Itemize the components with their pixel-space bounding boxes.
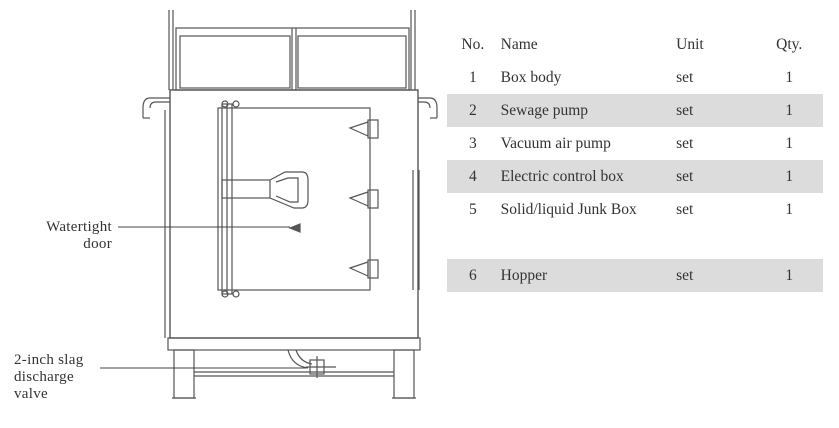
label-watertight-door: Watertight door: [40, 219, 112, 253]
equipment-drawing: [100, 10, 438, 399]
cell-no: 5: [468, 200, 477, 218]
cell-no: 3: [468, 134, 477, 152]
cell-name: Box body: [500, 68, 562, 86]
label-slag-valve-line-3: valve: [14, 386, 48, 402]
table-header-row: No. Name Unit Qty.: [447, 28, 823, 61]
cell-no: 6: [447, 259, 499, 292]
cell-qty: 1: [785, 68, 794, 86]
cell-unit: set: [676, 200, 694, 218]
cell-name: Sewage pump: [498, 94, 677, 127]
cell-qty: 1: [785, 200, 794, 218]
top-frame: [168, 10, 416, 91]
cell-name: Vacuum air pump: [500, 134, 611, 152]
table-row: 1 Box body set 1: [447, 61, 823, 94]
label-slag-valve-line-1: 2-inch slag: [14, 352, 84, 368]
cell-unit: set: [676, 259, 756, 292]
cell-qty: 1: [755, 94, 823, 127]
label-slag-valve: 2-inch slag discharge valve: [14, 352, 84, 403]
table-row: 3 Vacuum air pump set 1: [447, 127, 823, 160]
header-qty: Qty.: [776, 35, 803, 53]
label-watertight-door-line-1: Watertight: [46, 219, 112, 235]
cell-no: 1: [468, 68, 477, 86]
table-row-spacer: [447, 226, 823, 259]
header-unit: Unit: [676, 35, 704, 53]
table-row: 5 Solid/liquid Junk Box set 1: [447, 193, 823, 226]
cell-unit: set: [676, 160, 756, 193]
cell-unit: set: [676, 94, 756, 127]
leader-lines: [100, 226, 306, 369]
watertight-door: [217, 100, 379, 298]
cell-no: 2: [447, 94, 499, 127]
box-body: [164, 89, 420, 339]
cell-unit: set: [676, 134, 694, 152]
side-pipes: [142, 97, 438, 119]
cell-qty: 1: [755, 160, 823, 193]
label-slag-valve-line-2: discharge: [14, 369, 74, 385]
cell-no: 4: [447, 160, 499, 193]
slag-valve: [287, 349, 336, 378]
label-watertight-door-line-2: door: [83, 236, 112, 252]
cell-name: Hopper: [498, 259, 677, 292]
cell-unit: set: [676, 68, 694, 86]
cell-name: Solid/liquid Junk Box: [500, 200, 637, 218]
header-name: Name: [500, 35, 538, 53]
base-frame: [167, 337, 421, 399]
cell-name: Electric control box: [498, 160, 677, 193]
cell-qty: 1: [755, 259, 823, 292]
cell-qty: 1: [785, 134, 794, 152]
header-no: No.: [461, 35, 485, 53]
